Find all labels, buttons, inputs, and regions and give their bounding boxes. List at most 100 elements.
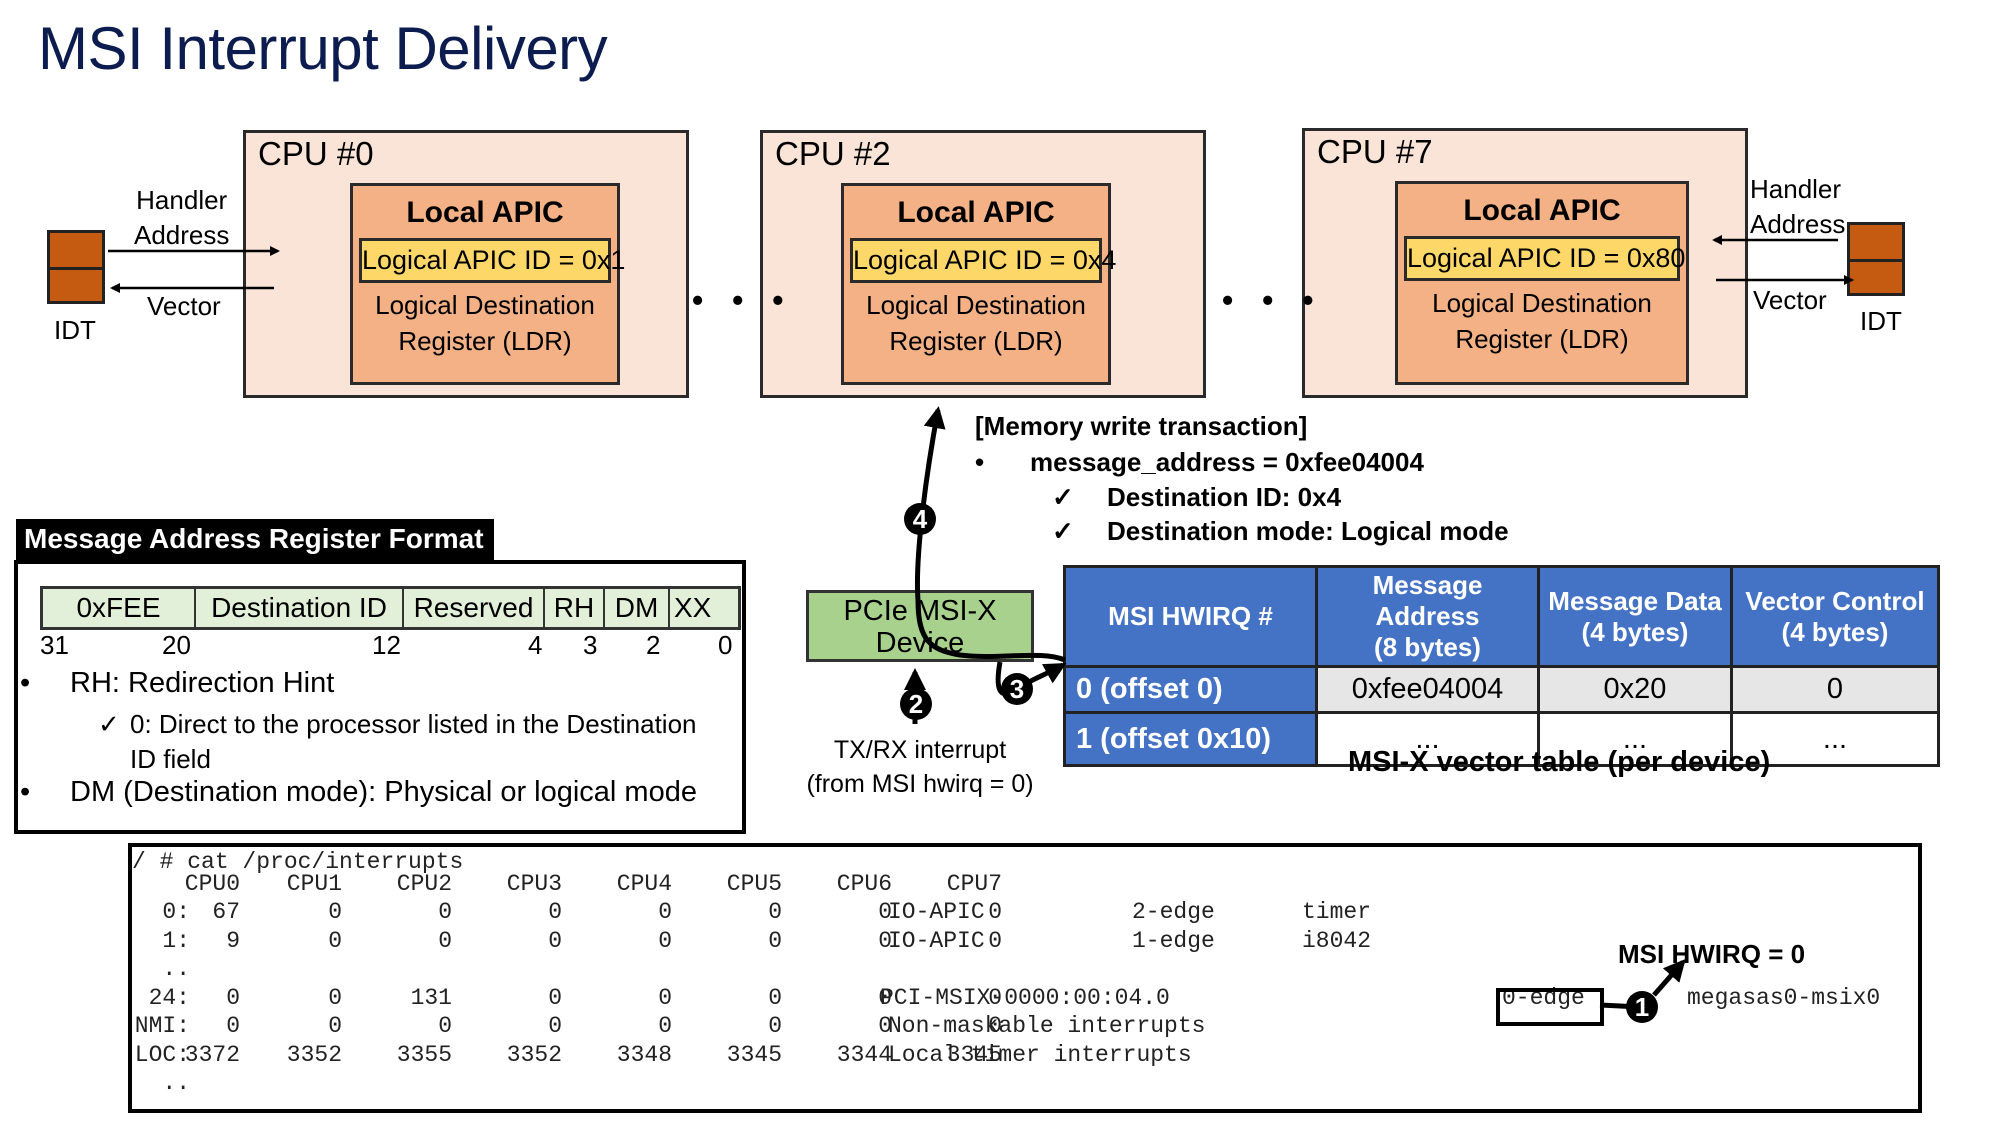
irq-count-cell: 0 [328, 1013, 342, 1039]
irq-label: 0: [162, 899, 190, 925]
field-dm: DM [605, 589, 670, 627]
irq-chip: Non-maskable interrupts [888, 1013, 1206, 1039]
step-2-badge: 2 [900, 688, 932, 720]
irq-count-cell: 0 [226, 1013, 240, 1039]
handler-line2: Address [1750, 209, 1846, 239]
ldr-label: Logical Destination Register (LDR) [353, 287, 617, 359]
cpu-2-local-apic: Local APIC Logical APIC ID = 0x4 Logical… [841, 183, 1116, 385]
bit-0: 0 [718, 630, 733, 660]
irq-label: 24: [148, 984, 190, 1011]
rh-title: RH: Redirection Hint [70, 667, 335, 699]
cell-hwirq: 0 (offset 0) [1063, 665, 1318, 714]
rh-detail-line2: ID field [130, 744, 211, 774]
irq-label: .. [162, 956, 190, 982]
handler-line1: Handler [136, 185, 228, 215]
irq-name: megasas0-msix0 [1687, 984, 1881, 1011]
memory-write-heading: [Memory write transaction] [975, 411, 1308, 441]
irq-hwirq: 2-edge [1132, 899, 1215, 925]
bit-3: 3 [583, 630, 598, 660]
irq-count-cell: 0 [328, 899, 342, 925]
cpu-ellipsis-1: • • • [692, 282, 794, 318]
irq-count-cell: 0 [438, 899, 452, 925]
header-msi-hwirq: MSI HWIRQ # [1063, 565, 1318, 668]
cpu-ellipsis-2: • • • [1222, 282, 1324, 318]
cpu-column-header: CPU7 [946, 871, 1002, 897]
cpu-column-header: CPU5 [726, 871, 782, 897]
irq-count-cell: 67 [212, 899, 240, 925]
check-icon: ✓ [1052, 516, 1074, 546]
irq-count-cell: 0 [438, 927, 452, 954]
cell-message-address: 0xfee04004 [1315, 665, 1540, 714]
cpu-0-local-apic: Local APIC Logical APIC ID = 0x1 Logical… [350, 183, 625, 385]
idt-right-label: IDT [1860, 306, 1902, 336]
page-title: MSI Interrupt Delivery [38, 15, 608, 82]
irq-count-cell: 0 [328, 927, 342, 954]
irq-count-cell: 3355 [396, 1041, 452, 1068]
irq-count-cell: 3352 [506, 1041, 562, 1068]
irq-label: LOC: [134, 1041, 190, 1068]
mar-heading: Message Address Register Format [16, 519, 494, 561]
irq-count-cell: 0 [988, 1013, 1002, 1039]
cpu-column-header: CPU1 [286, 871, 342, 897]
pcie-msix-device: PCIe MSI-X Device [806, 590, 1034, 662]
memory-write-bullet: • [975, 447, 985, 477]
irq-name: timer [1302, 899, 1372, 925]
handler-address-left: Handler Address [134, 183, 229, 253]
idt-left [47, 230, 105, 304]
header-message-data: Message Data(4 bytes) [1537, 565, 1733, 668]
cpu-7-local-apic: Local APIC Logical APIC ID = 0x80 Logica… [1395, 181, 1689, 385]
cpu-column-header: CPU2 [396, 871, 452, 897]
irq-count-cell: 0 [768, 984, 782, 1011]
irq-count-cell: 0 [658, 984, 672, 1011]
hwirq-highlight-box [1496, 988, 1604, 1026]
pcie-line2: Device [875, 627, 965, 659]
cpu-7-label: CPU #7 [1317, 133, 1433, 170]
logical-apic-id: Logical APIC ID = 0x1 [359, 238, 625, 283]
cell-message-data: 0x20 [1537, 665, 1733, 714]
irq-count-cell: 3345 [946, 1041, 1002, 1068]
check-icon: ✓ [98, 709, 120, 739]
local-apic-title: Local APIC [406, 196, 564, 229]
ldr-line2: Register (LDR) [889, 326, 1063, 356]
irq-hwirq: 1-edge [1132, 927, 1215, 954]
check-icon: ✓ [1052, 482, 1074, 512]
cpu-column-header: CPU0 [184, 871, 240, 897]
mar-panel: 0xFEE Destination ID Reserved RH DM XX 3… [14, 560, 746, 834]
bit-31: 31 [40, 630, 69, 660]
irq-chip: IO-APIC [888, 899, 985, 925]
header-vector-control: Vector Control(4 bytes) [1730, 565, 1940, 668]
cell-hwirq: 1 (offset 0x10) [1063, 711, 1318, 767]
cpu-column-header: CPU6 [836, 871, 892, 897]
cell-message-address: ... [1315, 711, 1540, 767]
irq-count-cell: 0 [658, 899, 672, 925]
cell-vector-control: ... [1730, 711, 1940, 767]
msi-hwirq-annotation: MSI HWIRQ = 0 [1618, 939, 1806, 969]
vector-right: Vector [1753, 285, 1827, 315]
ldr-line1: Logical Destination [375, 290, 595, 320]
irq-count-cell: 0 [988, 927, 1002, 954]
header-message-address: Message Address(8 bytes) [1315, 565, 1540, 668]
local-apic-title: Local APIC [897, 196, 1055, 229]
irq-chip: Local timer interrupts [888, 1041, 1192, 1068]
irq-count-cell: 0 [768, 1013, 782, 1039]
handler-line1: Handler [1750, 174, 1842, 204]
logical-apic-id: Logical APIC ID = 0x4 [850, 238, 1116, 283]
cell-message-data: ... [1537, 711, 1733, 767]
irq-count-cell: 0 [988, 899, 1002, 925]
irq-count-cell: 0 [988, 984, 1002, 1011]
ldr-line1: Logical Destination [866, 290, 1086, 320]
message-address-value: message_address = 0xfee04004 [1030, 447, 1424, 477]
bit-12: 12 [372, 630, 401, 660]
irq-count-cell: 0 [768, 899, 782, 925]
field-reserved: Reserved [404, 589, 545, 627]
cpu-2-label: CPU #2 [775, 135, 891, 172]
ldr-line2: Register (LDR) [398, 326, 572, 356]
pcie-line1: PCIe MSI-X [843, 595, 997, 627]
irq-count-cell: 0 [658, 1013, 672, 1039]
handler-address-right: Handler Address [1750, 172, 1845, 242]
irq-count-cell: 0 [226, 984, 240, 1011]
cpu-7-box: CPU #7 Local APIC Logical APIC ID = 0x80… [1302, 128, 1748, 398]
vector-table-caption: MSI-X vector table (per device) [1348, 746, 1771, 778]
irq-name: i8042 [1302, 927, 1372, 954]
irq-count-cell: 0 [878, 899, 892, 925]
